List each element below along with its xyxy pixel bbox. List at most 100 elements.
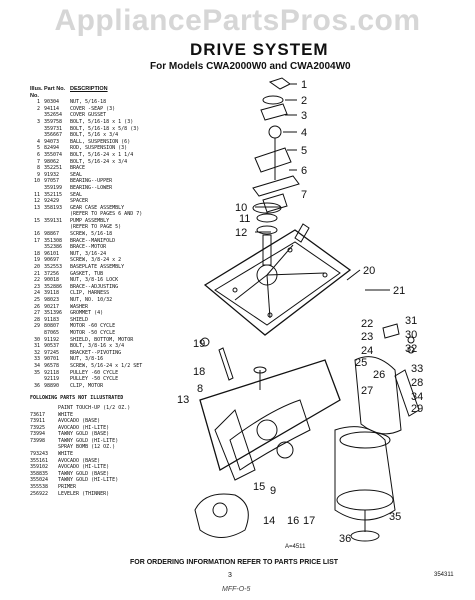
part-number: 73925 xyxy=(30,424,46,431)
part-number: 358193 xyxy=(44,204,63,211)
part-number: 352386 xyxy=(44,244,63,251)
ordering-footer: FOR ORDERING INFORMATION REFER TO PARTS … xyxy=(130,559,339,566)
part-description: SCREW, 5/16-24 x 1/2 SET xyxy=(70,362,143,369)
illus-number: 27 xyxy=(33,310,40,317)
part-number: 37256 xyxy=(44,270,60,277)
illus-number: 20 xyxy=(33,264,40,271)
callout-8: 8 xyxy=(197,383,203,395)
part-description: BOLT, 5/16-24 x 3/4 xyxy=(70,158,128,165)
illus-number: 35 xyxy=(33,369,40,376)
illus-number: 15 xyxy=(33,217,40,224)
part-number: 351396 xyxy=(44,310,63,317)
part-description: BEARING--LOWER xyxy=(70,184,113,191)
part-number: 352553 xyxy=(44,264,63,271)
part-number: 352251 xyxy=(44,165,63,172)
illus-number xyxy=(30,132,40,139)
callout-28: 28 xyxy=(411,377,423,389)
callout-3: 3 xyxy=(301,110,307,122)
callout-36: 36 xyxy=(339,533,351,545)
part-description: SEAL xyxy=(70,191,83,198)
illus-number xyxy=(30,244,40,251)
part-description: BRACE--ADJUSTING xyxy=(70,283,119,290)
part-description: BRACE--MANIFOLD xyxy=(70,237,116,244)
part-number: 355024 xyxy=(30,477,49,484)
illus-number: 28 xyxy=(33,316,40,323)
part-description: SEAL xyxy=(70,171,83,178)
part-number: 256922 xyxy=(30,490,49,497)
part-description: BOLT, 5/16-24 x 1 1/4 xyxy=(70,151,134,158)
handwritten-note: MFF-O-5 xyxy=(222,586,251,593)
part-number: 359199 xyxy=(44,184,63,191)
callout-numbers: 1 2 3 4 5 6 7 8 9 10 11 12 13 14 15 16 1… xyxy=(177,79,423,550)
part-description: PUMP ASSEMBLY xyxy=(70,217,110,224)
part-number: 92118 xyxy=(44,369,60,376)
part-description: AVOCADO (HI-LITE) xyxy=(58,464,110,471)
part-description: TAWNY GOLD (HI-LITE) xyxy=(58,477,119,484)
part-number: 355161 xyxy=(30,457,49,464)
part-description: LEVELER (THINNER) xyxy=(58,490,110,497)
illus-number: 9 xyxy=(36,171,40,178)
callout-13: 13 xyxy=(177,394,189,406)
part-number: 355538 xyxy=(30,484,49,491)
part-description: TAWNY GOLD (BASE) xyxy=(58,470,110,477)
callout-10: 10 xyxy=(235,202,247,214)
illus-number: 33 xyxy=(33,356,40,363)
part-number: 96101 xyxy=(44,250,60,257)
illus-number: 5 xyxy=(36,145,40,152)
illus-number: 21 xyxy=(33,270,40,277)
part-number: 90018 xyxy=(44,277,60,284)
part-number: 39118 xyxy=(44,290,60,297)
page-title: DRIVE SYSTEM xyxy=(190,40,329,59)
illus-number: 22 xyxy=(33,277,40,284)
part-description: WASHER xyxy=(70,303,89,310)
gear-case-drawing xyxy=(199,359,341,471)
illus-number xyxy=(30,376,40,383)
col-illus-no: Illus. No. xyxy=(30,86,43,99)
illus-number: 18 xyxy=(33,250,40,257)
callout-19: 19 xyxy=(193,338,205,350)
part-number: 356667 xyxy=(44,132,63,139)
motor-drawing xyxy=(334,426,396,521)
illus-number: 4 xyxy=(36,138,40,145)
parts-row: (REFER TO PAGE 5) xyxy=(30,224,198,231)
part-number: 98867 xyxy=(44,231,60,238)
part-description: NUT, 5/16-18 xyxy=(70,99,107,106)
paint-header: PAINT TOUCH-UP (1/2 OZ.) xyxy=(58,404,131,411)
part-description: TAWNY GOLD (HI-LITE) xyxy=(58,437,119,444)
part-description: AVOCADO (BASE) xyxy=(58,418,101,425)
part-number: 73617 xyxy=(30,411,46,418)
parts-row: 32 97245 BRACKET--PIVOTING xyxy=(30,350,198,357)
part-description: ROD, SUSPENSION (3) xyxy=(70,145,128,152)
part-description: (REFER TO PAGES 6 AND 7) xyxy=(70,211,143,218)
not-illustrated-header: FOLLOWING PARTS NOT ILLUSTRATED xyxy=(30,395,124,402)
part-number: 90697 xyxy=(44,257,60,264)
part-description: BRACKET--PIVOTING xyxy=(70,349,122,356)
illus-number: 12 xyxy=(33,198,40,205)
part-description: BOLT, 3/8-16 x 3/4 xyxy=(70,343,125,350)
part-number: 97245 xyxy=(44,349,60,356)
callout-33: 33 xyxy=(411,363,423,375)
part-number: 355074 xyxy=(44,151,63,158)
part-number: 358835 xyxy=(30,470,49,477)
illus-number: 24 xyxy=(33,290,40,297)
part-number: 352886 xyxy=(44,283,63,290)
illus-number: 32 xyxy=(33,349,40,356)
illus-number: 29 xyxy=(33,323,40,330)
part-description: (REFER TO PAGE 5) xyxy=(70,224,122,231)
illus-number: 19 xyxy=(33,257,40,264)
part-description: SCREW, 3/8-24 x 2 xyxy=(70,257,122,264)
part-description: PULLEY -50 CYCLE xyxy=(70,376,119,383)
suspension-bracket-drawing xyxy=(254,147,292,173)
